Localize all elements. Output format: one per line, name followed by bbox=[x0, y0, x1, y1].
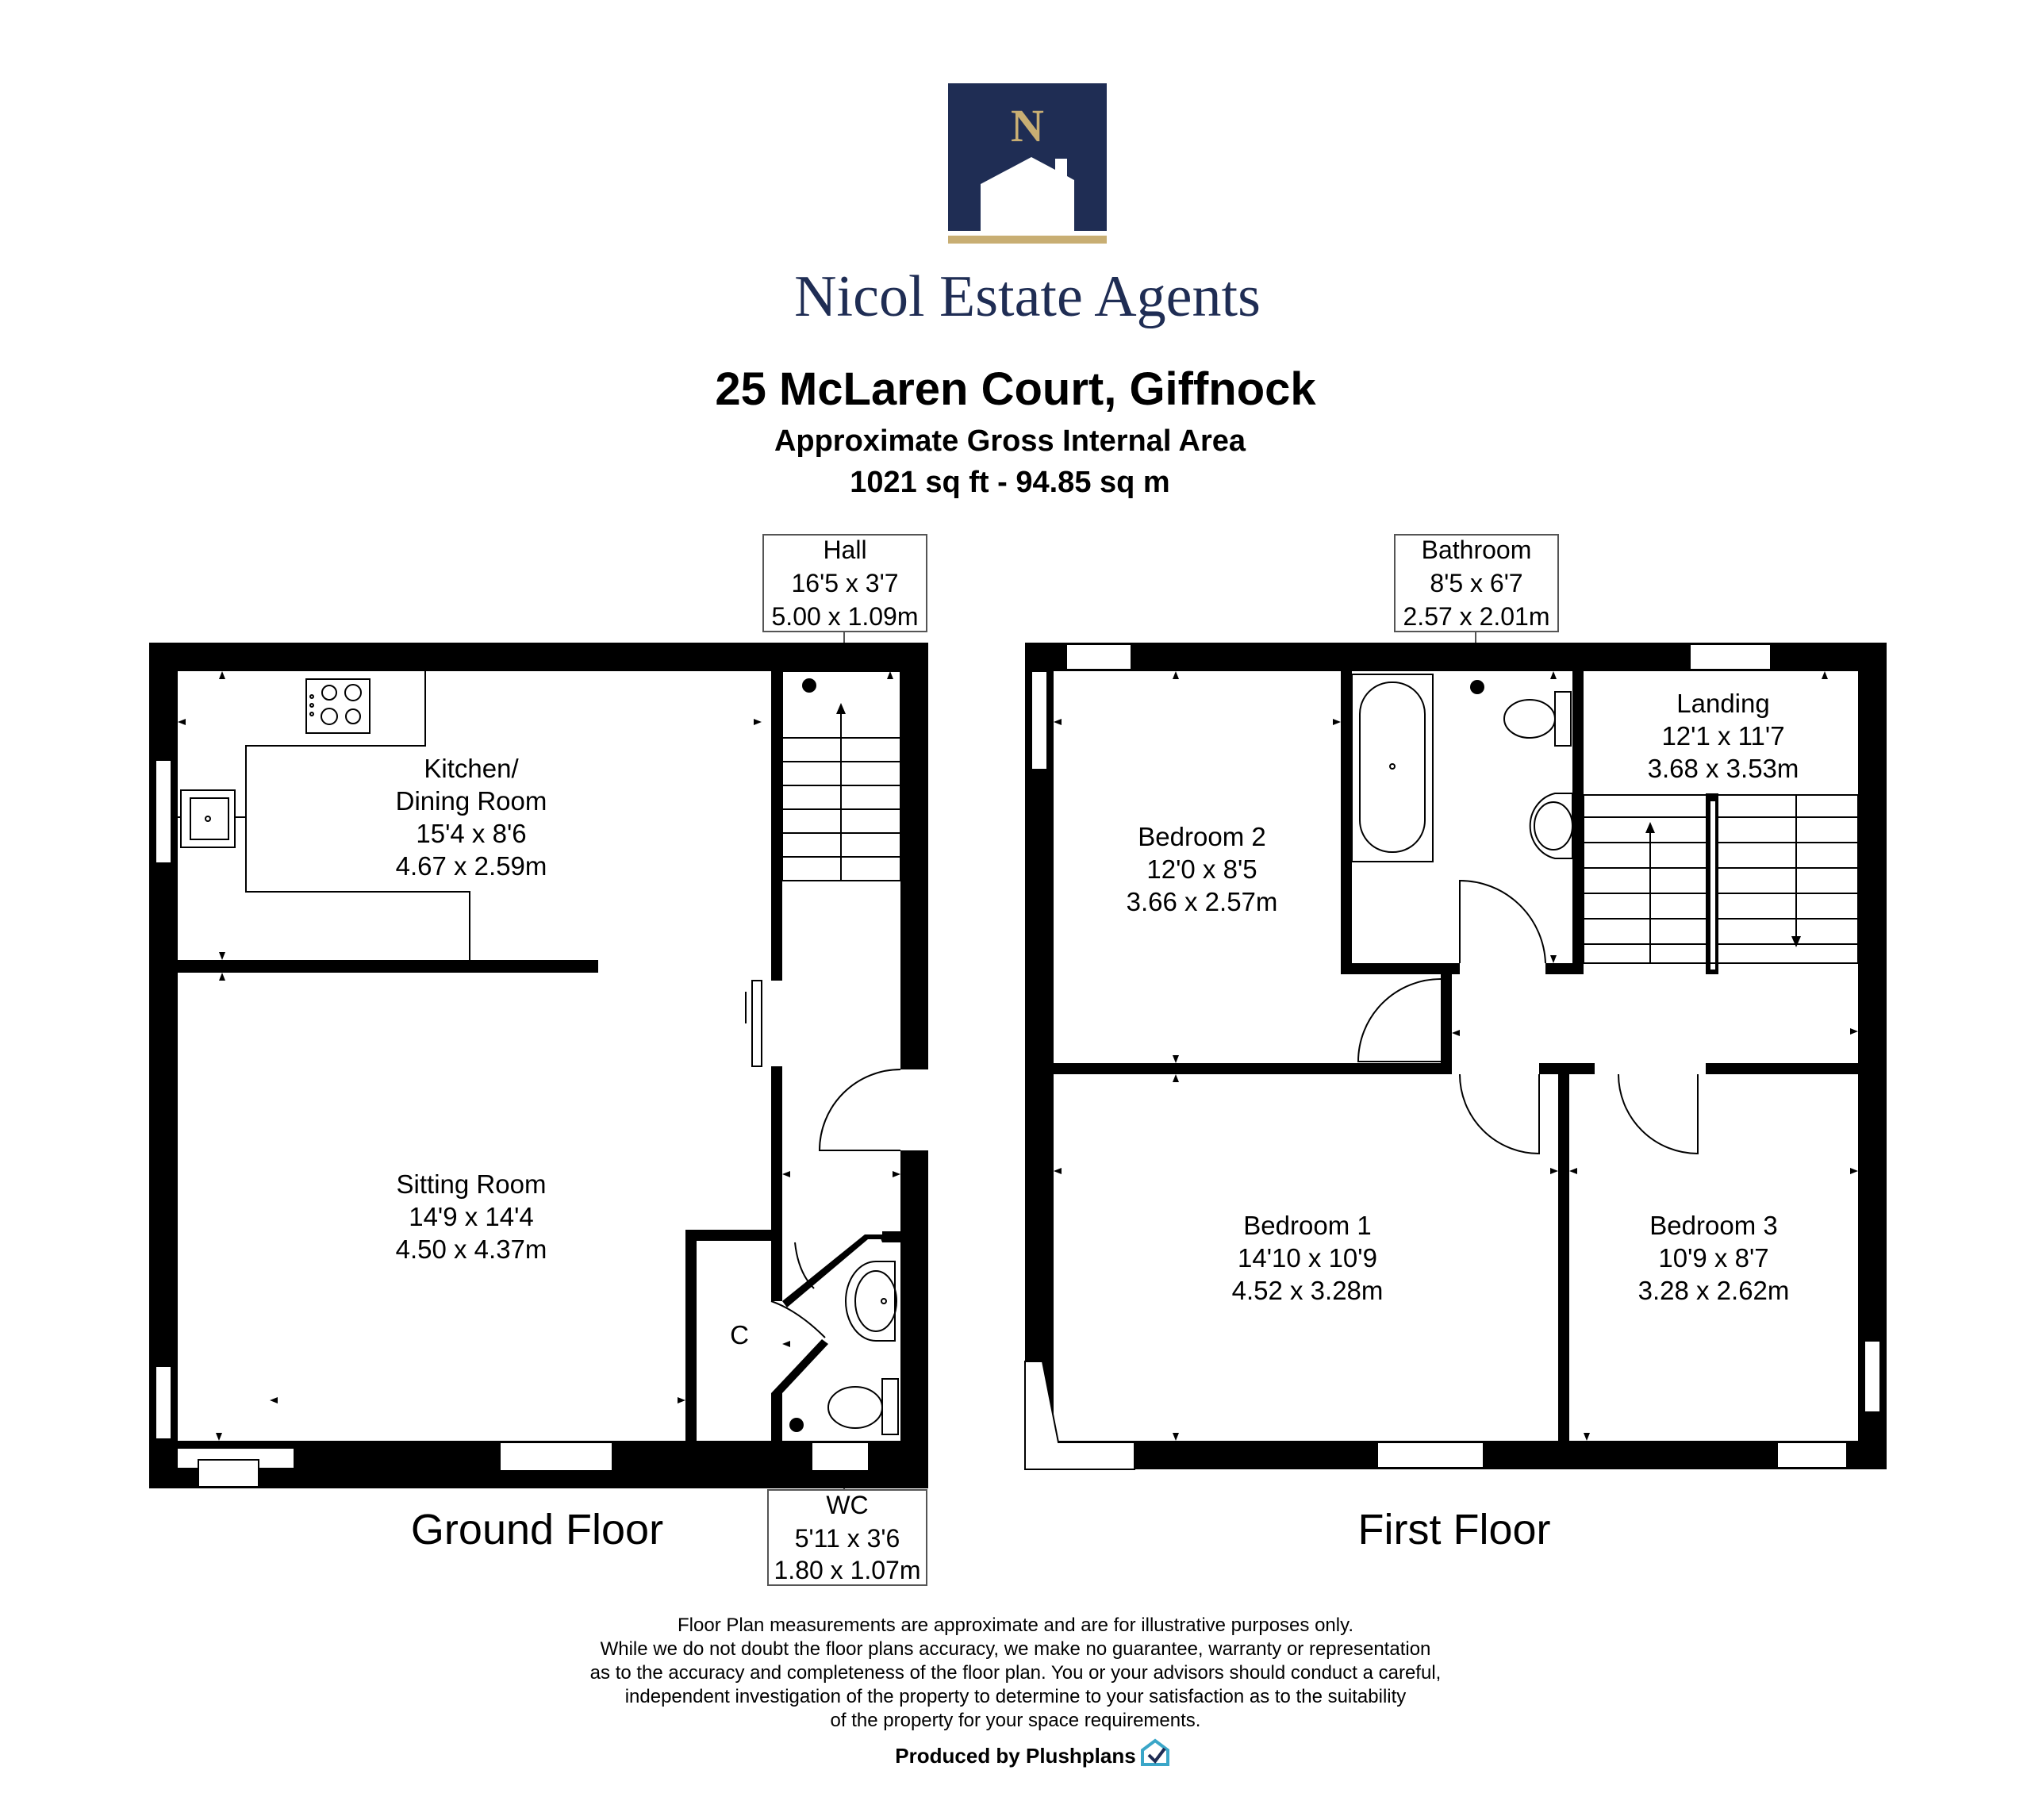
bedroom2-name: Bedroom 2 bbox=[1138, 822, 1265, 851]
ground-floor-plan bbox=[149, 643, 928, 1488]
area-value: 1021 sq ft - 94.85 sq m bbox=[850, 466, 1169, 499]
disclaimer-line: as to the accuracy and completeness of t… bbox=[590, 1662, 1442, 1684]
bedroom3-imperial: 10'9 x 8'7 bbox=[1658, 1243, 1768, 1273]
room-bedroom2: Bedroom 2 12'0 x 8'5 3.66 x 2.57m bbox=[1127, 822, 1278, 916]
hall-imperial: 16'5 x 3'7 bbox=[792, 569, 899, 597]
disclaimer: Floor Plan measurements are approximate … bbox=[590, 1615, 1442, 1731]
landing-metric: 3.68 x 3.53m bbox=[1648, 754, 1799, 783]
plushplans-logo-icon bbox=[1141, 1738, 1169, 1766]
house-icon bbox=[981, 157, 1074, 231]
room-kitchen: Kitchen/ Dining Room 15'4 x 8'6 4.67 x 2… bbox=[396, 754, 547, 881]
landing-name: Landing bbox=[1676, 689, 1769, 718]
wc-name: WC bbox=[826, 1491, 868, 1519]
landing-imperial: 12'1 x 11'7 bbox=[1661, 721, 1784, 751]
bathroom-metric: 2.57 x 2.01m bbox=[1403, 602, 1550, 631]
bedroom1-imperial: 14'10 x 10'9 bbox=[1238, 1243, 1377, 1273]
room-bedroom3: Bedroom 3 10'9 x 8'7 3.28 x 2.62m bbox=[1638, 1211, 1790, 1305]
area-label: Approximate Gross Internal Area bbox=[774, 424, 1246, 458]
bedroom3-metric: 3.28 x 2.62m bbox=[1638, 1276, 1790, 1305]
disclaimer-line: independent investigation of the propert… bbox=[625, 1686, 1407, 1707]
disclaimer-line: Floor Plan measurements are approximate … bbox=[678, 1615, 1353, 1636]
room-landing: Landing 12'1 x 11'7 3.68 x 3.53m bbox=[1648, 689, 1799, 783]
bedroom2-imperial: 12'0 x 8'5 bbox=[1146, 854, 1257, 884]
sitting-imperial: 14'9 x 14'4 bbox=[409, 1202, 534, 1231]
bedroom1-name: Bedroom 1 bbox=[1243, 1211, 1371, 1240]
first-floor-title: First Floor bbox=[1358, 1506, 1551, 1553]
property-address: 25 McLaren Court, Giffnock bbox=[715, 363, 1316, 415]
wc-imperial: 5'11 x 3'6 bbox=[795, 1524, 900, 1553]
sitting-name: Sitting Room bbox=[397, 1169, 547, 1199]
disclaimer-line: of the property for your space requireme… bbox=[831, 1710, 1201, 1731]
logo-letter: N bbox=[1011, 100, 1044, 152]
kitchen-imperial: 15'4 x 8'6 bbox=[416, 819, 526, 848]
brand-name: Nicol Estate Agents bbox=[794, 264, 1261, 329]
wc-metric: 1.80 x 1.07m bbox=[774, 1556, 921, 1584]
ground-floor-title: Ground Floor bbox=[411, 1506, 663, 1553]
hall-metric: 5.00 x 1.09m bbox=[772, 602, 919, 631]
kitchen-name-line2: Dining Room bbox=[396, 786, 547, 816]
bathroom-callout: Bathroom 8'5 x 6'7 2.57 x 2.01m bbox=[1394, 534, 1559, 643]
hall-name: Hall bbox=[823, 536, 866, 564]
kitchen-name-line1: Kitchen/ bbox=[424, 754, 519, 783]
brand-logo: N bbox=[948, 83, 1107, 244]
bedroom3-name: Bedroom 3 bbox=[1649, 1211, 1777, 1240]
first-floor-plan bbox=[1024, 643, 1887, 1470]
cupboard-label: C bbox=[730, 1320, 749, 1350]
sitting-metric: 4.50 x 4.37m bbox=[396, 1234, 547, 1264]
wc-callout: WC 5'11 x 3'6 1.80 x 1.07m bbox=[767, 1488, 927, 1586]
bathroom-name: Bathroom bbox=[1422, 536, 1532, 564]
disclaimer-line: While we do not doubt the floor plans ac… bbox=[601, 1638, 1431, 1660]
bedroom2-metric: 3.66 x 2.57m bbox=[1127, 887, 1278, 916]
room-bedroom1: Bedroom 1 14'10 x 10'9 4.52 x 3.28m bbox=[1232, 1211, 1384, 1305]
hall-callout: Hall 16'5 x 3'7 5.00 x 1.09m bbox=[762, 534, 927, 643]
room-sitting: Sitting Room 14'9 x 14'4 4.50 x 4.37m bbox=[396, 1169, 547, 1264]
credit-text: Produced by Plushplans bbox=[895, 1744, 1135, 1768]
bathroom-imperial: 8'5 x 6'7 bbox=[1430, 569, 1522, 597]
bedroom1-metric: 4.52 x 3.28m bbox=[1232, 1276, 1384, 1305]
kitchen-metric: 4.67 x 2.59m bbox=[396, 851, 547, 881]
